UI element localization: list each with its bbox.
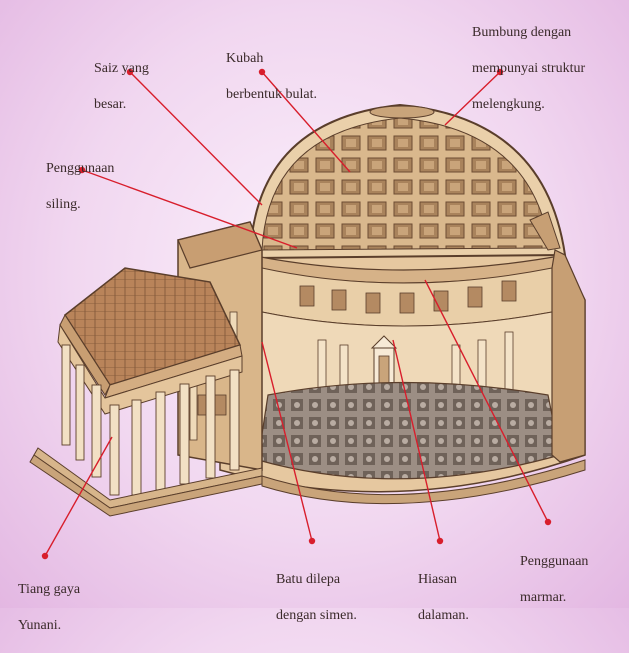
label-bumbung-line-3: melengkung. — [472, 97, 545, 112]
leader-tiang-line — [44, 436, 113, 557]
leader-marmar-line — [424, 279, 549, 523]
label-saiz-line-2: besar. — [94, 97, 127, 112]
label-tiang-line-1: Tiang gaya — [18, 582, 81, 597]
leader-siling-line — [81, 169, 298, 249]
leader-siling-dot — [78, 166, 86, 174]
leader-hiasan-line — [392, 339, 441, 542]
label-hiasan-dalaman: Hiasan dalaman. — [418, 553, 469, 643]
leader-kubah-dot — [258, 68, 266, 76]
label-batu-line-1: Batu dilepa — [276, 572, 341, 587]
label-kubah-line-1: Kubah — [226, 51, 264, 66]
label-bumbung-line-2: mempunyai struktur — [472, 61, 586, 76]
pantheon-illustration — [29, 103, 586, 517]
label-penggunaan-marmar: Penggunaan marmar. — [520, 535, 588, 625]
leader-saiz-line — [129, 71, 263, 206]
label-siling: Penggunaan siling. — [46, 142, 114, 232]
leader-saiz-dot — [126, 68, 134, 76]
label-kubah-line-2: berbentuk bulat. — [226, 87, 317, 102]
label-batu-line-2: dengan simen. — [276, 608, 357, 623]
label-saiz-line-1: Saiz yang — [94, 61, 149, 76]
leader-tiang-dot — [41, 552, 49, 560]
label-tiang-gaya-yunani: Tiang gaya Yunani. — [18, 563, 80, 653]
leader-bumbung-line — [444, 71, 501, 126]
label-marmar-line-2: marmar. — [520, 590, 567, 605]
label-marmar-line-1: Penggunaan — [520, 554, 589, 569]
leader-marmar-dot — [544, 518, 552, 526]
label-kubah: Kubah berbentuk bulat. — [226, 32, 317, 122]
pantheon-diagram: Saiz yang besar. Kubah berbentuk bulat. … — [18, 6, 588, 633]
label-siling-line-1: Penggunaan — [46, 161, 115, 176]
label-batu-dilepa: Batu dilepa dengan simen. — [276, 553, 357, 643]
label-bumbung: Bumbung dengan mempunyai struktur meleng… — [472, 6, 585, 132]
label-bumbung-line-1: Bumbung dengan — [472, 25, 572, 40]
leader-kubah-line — [261, 71, 351, 173]
leader-batu-dot — [308, 537, 316, 545]
label-tiang-line-2: Yunani. — [18, 618, 62, 633]
label-siling-line-2: siling. — [46, 197, 81, 212]
leader-batu-line — [261, 341, 313, 542]
leader-hiasan-dot — [436, 537, 444, 545]
label-hiasan-line-2: dalaman. — [418, 608, 469, 623]
label-hiasan-line-1: Hiasan — [418, 572, 457, 587]
leader-bumbung-dot — [496, 68, 504, 76]
leader-lines — [41, 68, 552, 560]
label-saiz-yang-besar: Saiz yang besar. — [94, 42, 149, 132]
